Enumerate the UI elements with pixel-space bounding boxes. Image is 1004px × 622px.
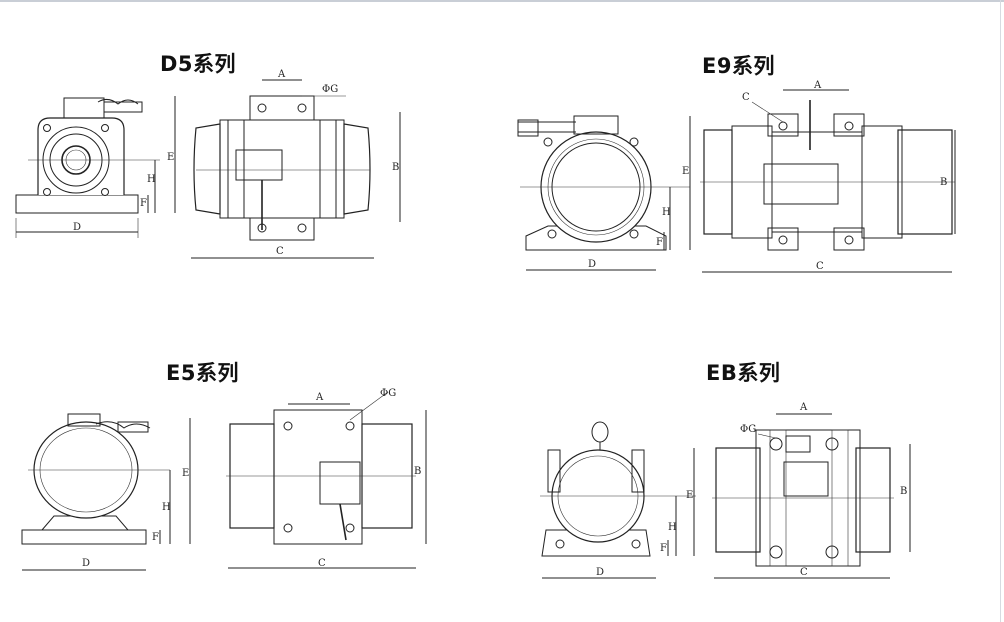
e5-dim-e: E [182, 468, 189, 479]
d5-front-view [15, 97, 160, 214]
top-border [0, 0, 1004, 2]
eb-side-dimensions: A ΦG C B [714, 402, 911, 579]
d5-dim-a: A [277, 69, 286, 80]
d5-dim-c: C [276, 246, 284, 257]
eb-dim-d: D [596, 567, 604, 578]
d5-dim-d: D [73, 222, 81, 233]
e5-front-view [21, 413, 170, 545]
e9-front-dimensions: D E H F [526, 116, 691, 271]
right-border [1000, 0, 1001, 622]
e5-dim-a: A [315, 392, 324, 403]
e9-dim-b: B [940, 177, 947, 188]
eb-dim-h: H [668, 522, 677, 533]
e5-side-dimensions: A ΦG C B [228, 388, 427, 569]
e9-dim-h: H [662, 207, 671, 218]
e5-front-dimensions: D E H F [22, 418, 191, 571]
d5-dim-h: H [147, 174, 156, 185]
d5-dim-f: F [140, 198, 147, 209]
e9-dim-a: A [813, 80, 822, 91]
eb-dim-c: C [800, 567, 808, 578]
e9-front-view [517, 115, 690, 251]
e5-dim-d: D [82, 558, 90, 569]
eb-dim-g: ΦG [740, 424, 756, 435]
e9-dim-c-label: C [742, 92, 750, 103]
e9-dim-c: C [816, 261, 824, 272]
d5-dim-e: E [167, 152, 174, 163]
d5-dim-g: ΦG [322, 84, 338, 95]
e9-side-dimensions: A C C B [702, 80, 956, 273]
e5-dim-b: B [414, 466, 421, 477]
e9-dim-d: D [588, 259, 596, 270]
e5-dim-f: F [152, 532, 159, 543]
title-e9: E9系列 [702, 54, 775, 78]
eb-side-view [712, 429, 894, 567]
e5-dim-g: ΦG [380, 388, 396, 399]
e9-dim-e: E [682, 166, 689, 177]
eb-dim-e: E [686, 490, 693, 501]
eb-front-view [540, 421, 696, 557]
eb-dim-f: F [660, 543, 667, 554]
d5-dim-b: B [392, 162, 399, 173]
title-eb: EB系列 [706, 361, 781, 385]
d5-side-dimensions: A ΦG C B [191, 69, 401, 259]
e5-dim-h: H [162, 502, 171, 513]
e5-dim-c: C [318, 558, 326, 569]
d5-side-view [193, 95, 371, 241]
d5-front-dimensions: D E H F [15, 96, 176, 238]
eb-dim-b: B [900, 486, 907, 497]
e5-side-view [226, 409, 416, 545]
eb-dim-a: A [799, 402, 808, 413]
title-e5: E5系列 [166, 361, 239, 385]
e9-dim-f: F [656, 237, 663, 248]
e9-side-view [700, 100, 955, 251]
eb-front-dimensions: D E H F [542, 448, 695, 579]
title-d5: D5系列 [160, 52, 237, 76]
